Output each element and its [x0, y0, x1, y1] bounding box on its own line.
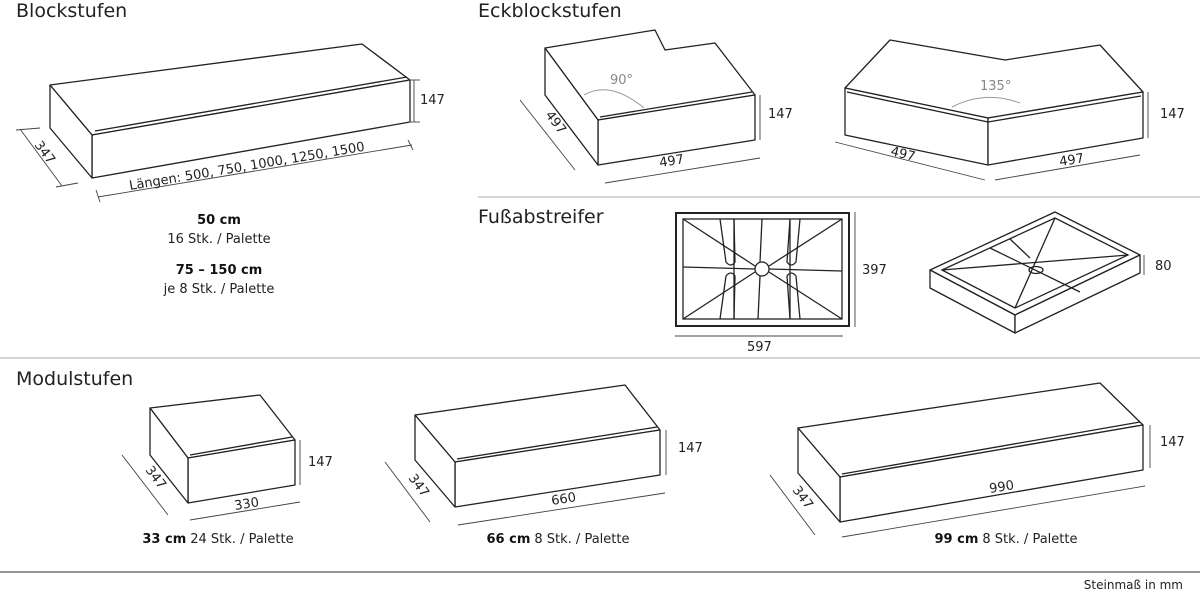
modul33-caption: 33 cm 24 Stk. / Palette: [142, 532, 293, 547]
modul33-qty: 24 Stk. / Palette: [190, 532, 293, 547]
blockstufe-drawing: [15, 43, 420, 203]
fussabstreifer-width-dim: 597: [747, 340, 772, 355]
eck90-height-dim: 147: [768, 107, 793, 122]
angle-90-label: 90°: [610, 73, 633, 88]
unit-note: Steinmaß in mm: [1084, 578, 1183, 592]
eckblockstufe-135-drawing: [834, 39, 1149, 181]
blockstufe-depth-dim: 347: [31, 138, 58, 167]
modul66-size: 66 cm: [487, 532, 531, 547]
section-title-eckblockstufen: Eckblockstufen: [478, 0, 622, 22]
eck135-left-dim: 497: [889, 144, 917, 165]
blockstufe-size-2: 75 – 150 cm: [176, 263, 263, 278]
fussabstreifer-top-view: [675, 212, 856, 337]
modul99-length-dim: 990: [988, 478, 1015, 497]
blockstufe-qty-2: je 8 Stk. / Palette: [163, 282, 275, 297]
modulstufe-66-drawing: [384, 384, 667, 526]
modul33-height-dim: 147: [308, 455, 333, 470]
modul66-qty: 8 Stk. / Palette: [534, 532, 629, 547]
blockstufe-height-dim: 147: [420, 93, 445, 108]
section-title-fussabstreifer: Fußabstreifer: [478, 206, 604, 228]
angle-135-label: 135°: [980, 79, 1011, 94]
modul66-height-dim: 147: [678, 441, 703, 456]
section-title-modulstufen: Modulstufen: [16, 368, 133, 390]
eck135-height-dim: 147: [1160, 107, 1185, 122]
fussabstreifer-depth-dim: 397: [862, 263, 887, 278]
eck90-length-dim: 497: [658, 152, 685, 171]
modulstufe-99-drawing: [769, 382, 1151, 538]
blockstufe-size-1: 50 cm: [197, 213, 241, 228]
modul99-qty: 8 Stk. / Palette: [982, 532, 1077, 547]
section-title-blockstufen: Blockstufen: [16, 0, 127, 22]
fussabstreifer-height-dim: 80: [1155, 259, 1172, 274]
modul33-size: 33 cm: [142, 532, 186, 547]
blockstufe-qty-1: 16 Stk. / Palette: [167, 232, 270, 247]
eckblockstufe-90-drawing: [519, 29, 761, 184]
modul33-length-dim: 330: [233, 495, 260, 514]
modul99-size: 99 cm: [935, 532, 979, 547]
modul99-height-dim: 147: [1160, 435, 1185, 450]
eck135-right-dim: 497: [1058, 151, 1085, 170]
modul66-length-dim: 660: [550, 490, 577, 509]
fussabstreifer-iso-view: [929, 211, 1145, 334]
modulstufe-33-drawing: [121, 394, 301, 521]
